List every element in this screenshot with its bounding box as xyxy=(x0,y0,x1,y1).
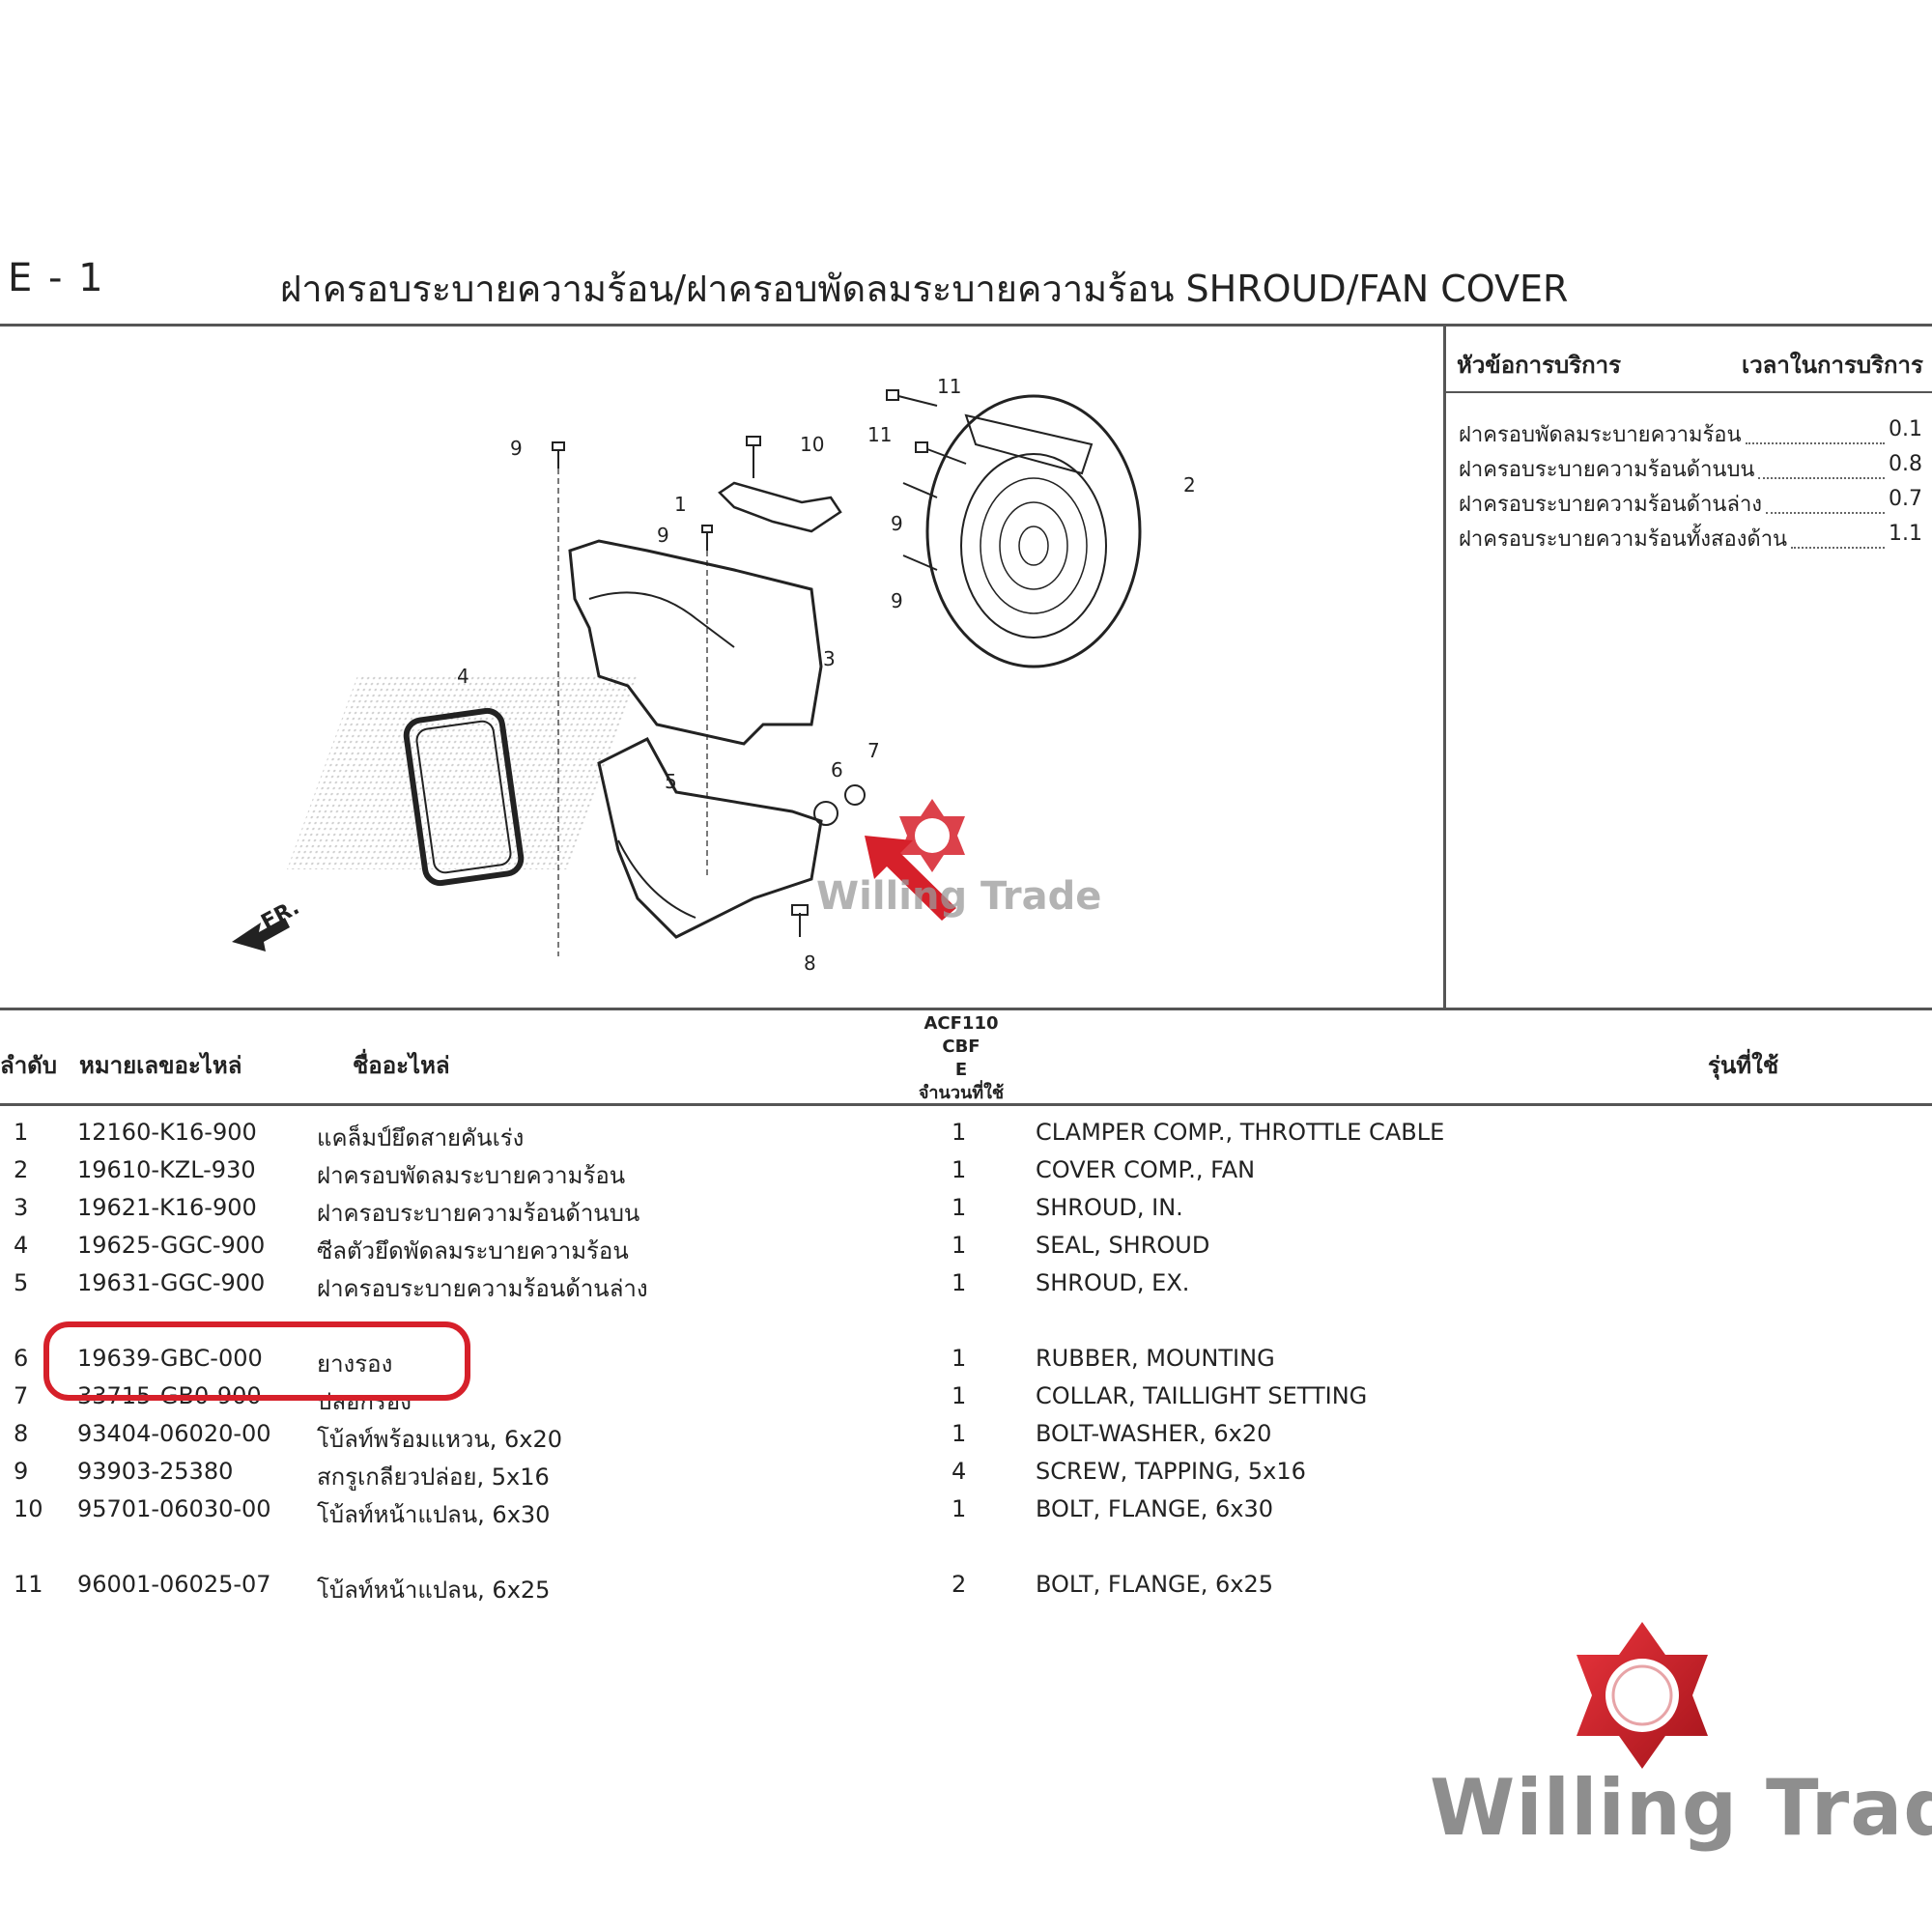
callout-9: 9 xyxy=(891,512,903,535)
col-header-models: รุ่นที่ใช้ xyxy=(1708,1052,1779,1079)
watermark-logo-icon xyxy=(899,799,965,872)
callout-6: 6 xyxy=(831,758,843,781)
callout-10: 10 xyxy=(800,433,825,456)
col-header-no: ลำดับ xyxy=(0,1052,58,1079)
clamper-part xyxy=(718,481,842,533)
callout-9: 9 xyxy=(657,524,669,547)
col-header-name: ชื่ออะไหล่ xyxy=(353,1052,450,1079)
table-row: 3 19621-K16-900 ฝาครอบระบายความร้อนด้านบ… xyxy=(14,1194,1183,1227)
callout-3: 3 xyxy=(823,647,836,670)
watermark-arrow-icon xyxy=(865,836,956,921)
page-title: ฝาครอบระบายความร้อน/ฝาครอบพัดลมระบายความ… xyxy=(280,268,1569,310)
callout-2: 2 xyxy=(1183,473,1196,497)
brand-name: Willing Trade xyxy=(1430,1763,1932,1853)
callout-11: 11 xyxy=(937,375,962,398)
shroud-in-part xyxy=(568,539,823,746)
table-row: 11 96001-06025-07 โบ้ลท์หน้าแปลน, 6x25 2… xyxy=(14,1571,1274,1604)
callout-1: 1 xyxy=(674,493,687,516)
callout-11: 11 xyxy=(867,423,893,446)
table-header-divider xyxy=(0,1103,1932,1106)
watermark-text: Willing Trade xyxy=(816,874,1102,919)
table-row: 1 12160-K16-900 แคล็มป์ยึดสายคันเร่ง 1 C… xyxy=(14,1119,1445,1151)
col-header-part-number: หมายเลขอะไหล่ xyxy=(79,1052,242,1079)
table-row: 9 93903-25380 สกรูเกลียวปล่อย, 5x16 4 SC… xyxy=(14,1458,1306,1491)
table-row: 10 95701-06030-00 โบ้ลท์หน้าแปลน, 6x30 1… xyxy=(14,1495,1274,1528)
callout-4: 4 xyxy=(457,665,469,688)
service-time-header: เวลาในการบริการ xyxy=(1742,352,1923,379)
table-top-divider xyxy=(0,1008,1932,1010)
page-code: E - 1 xyxy=(8,256,105,300)
brand-logo-icon xyxy=(1577,1622,1708,1769)
fasteners xyxy=(552,389,967,956)
service-header-divider xyxy=(1446,391,1932,393)
table-row: 8 93404-06020-00 โบ้ลท์พร้อมแหวน, 6x20 1… xyxy=(14,1420,1272,1453)
ghost-shading xyxy=(287,676,638,869)
fan-cover-part xyxy=(925,394,1142,668)
service-topic-header: หัวข้อการบริการ xyxy=(1457,352,1622,379)
exploded-parts-diagram xyxy=(232,389,1142,956)
table-row: 4 19625-GGC-900 ซีลตัวยึดพัดลมระบายความร… xyxy=(14,1232,1210,1264)
callout-8: 8 xyxy=(804,952,816,975)
table-row: 2 19610-KZL-930 ฝาครอบพัดลมระบายความร้อน… xyxy=(14,1156,1256,1189)
header-divider xyxy=(0,324,1932,327)
callout-9: 9 xyxy=(510,437,523,460)
table-row-highlighted: 6 19639-GBC-000 ยางรอง 1 RUBBER, MOUNTIN… xyxy=(14,1345,1275,1378)
panel-divider xyxy=(1443,324,1446,1009)
front-arrow-icon xyxy=(232,918,290,952)
shroud-ex-part xyxy=(597,737,823,939)
callout-9: 9 xyxy=(891,589,903,612)
callout-7: 7 xyxy=(867,739,880,762)
highlight-box xyxy=(43,1321,470,1401)
col-header-model-qty: ACF110 CBF E จำนวนที่ใช้ xyxy=(918,1013,1005,1103)
callout-5: 5 xyxy=(665,770,677,793)
table-row: 5 19631-GGC-900 ฝาครอบระบายความร้อนด้านล… xyxy=(14,1269,1190,1302)
seal-shroud-part xyxy=(403,707,525,887)
